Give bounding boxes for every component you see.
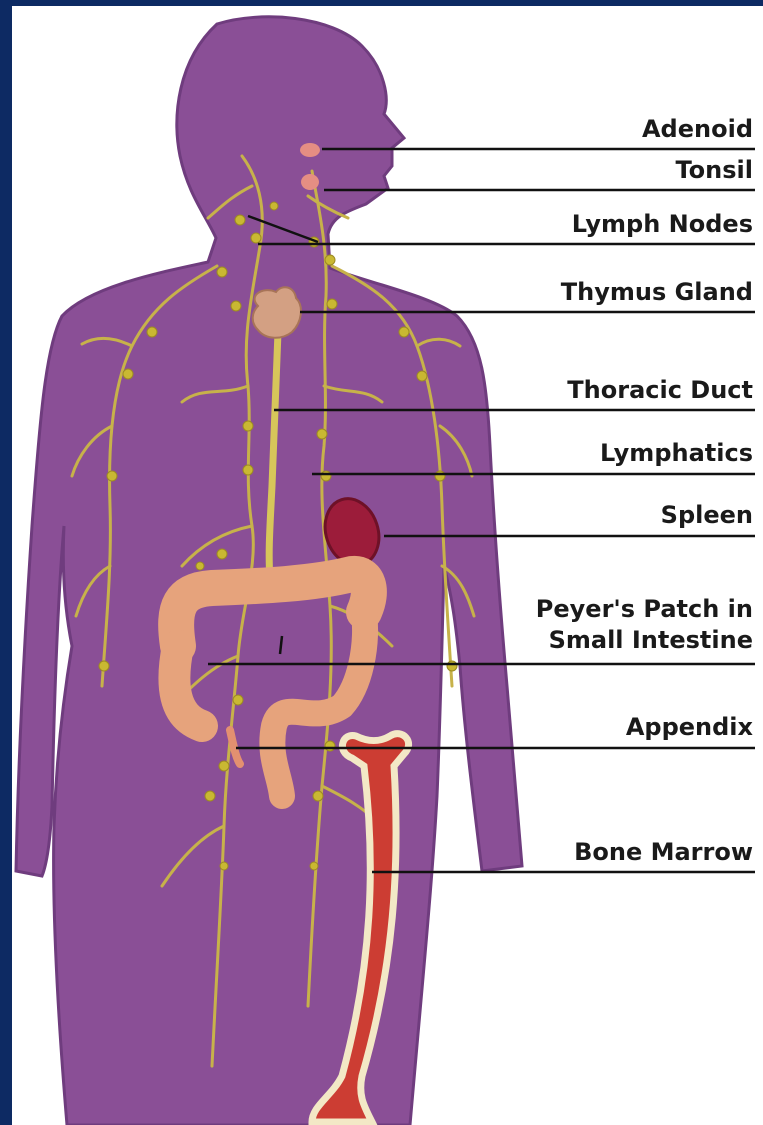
label-thoracic-duct: Thoracic Duct <box>567 375 753 406</box>
tonsil-organ <box>301 174 319 190</box>
label-bone-marrow: Bone Marrow <box>574 837 753 868</box>
thymus-gland-organ <box>253 287 301 338</box>
label-appendix: Appendix <box>626 712 753 743</box>
label-tonsil: Tonsil <box>676 155 754 186</box>
label-peyers-patch-line2: Small Intestine <box>536 625 753 656</box>
label-thymus-gland: Thymus Gland <box>561 277 753 308</box>
label-spleen: Spleen <box>661 500 753 531</box>
lymphatic-system-illustration <box>12 6 763 1125</box>
label-lymphatics: Lymphatics <box>600 438 753 469</box>
label-adenoid: Adenoid <box>642 114 753 145</box>
adenoid-organ <box>300 143 320 157</box>
diagram-frame: Adenoid Tonsil Lymph Nodes Thymus Gland … <box>12 6 763 1125</box>
label-peyers-patch: Peyer's Patch in Small Intestine <box>536 594 753 656</box>
label-peyers-patch-line1: Peyer's Patch in <box>536 594 753 625</box>
label-lymph-nodes: Lymph Nodes <box>572 209 753 240</box>
